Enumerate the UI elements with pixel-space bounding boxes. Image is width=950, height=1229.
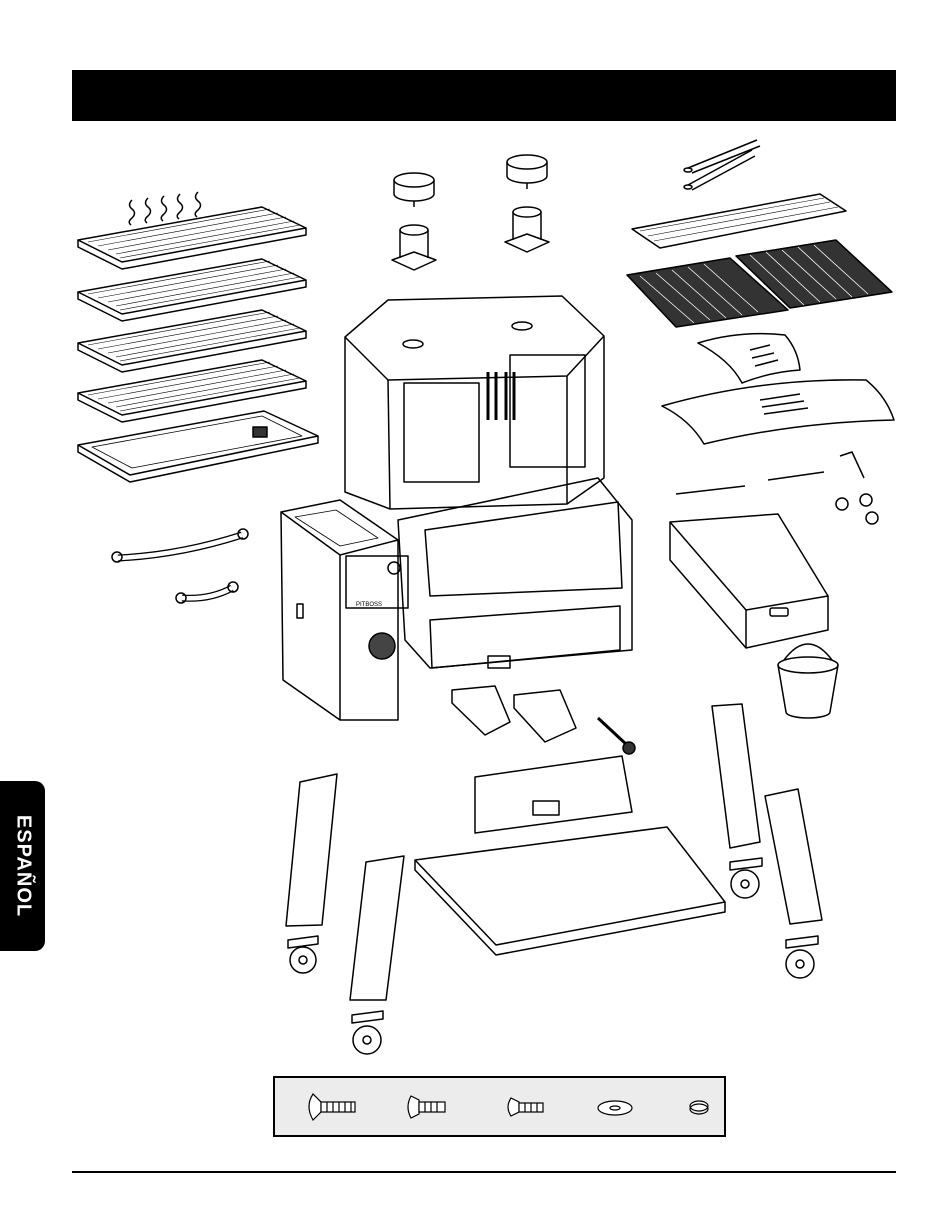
chimney-cap-left (394, 173, 434, 207)
truss-bolt-icon (508, 1098, 543, 1116)
heat-deflector (662, 380, 894, 444)
leg-front-right (765, 789, 822, 924)
probe-rods (676, 452, 878, 524)
jerky-rack-3 (78, 310, 306, 372)
ash-tray-left (452, 686, 510, 735)
handle-large (112, 529, 248, 562)
footer-rule (72, 1171, 896, 1173)
warming-rack (632, 194, 846, 248)
ash-tray-right (514, 690, 576, 742)
caster-1 (288, 936, 318, 973)
ignition-rod (598, 718, 635, 754)
drip-tray (78, 411, 318, 482)
hardware-box (273, 1076, 726, 1137)
bottom-shelf (415, 827, 725, 955)
side-shelf (670, 514, 828, 648)
front-panel (475, 756, 632, 833)
lock-washer-icon (690, 1101, 708, 1114)
meat-probes (684, 140, 760, 190)
grease-bucket (778, 644, 838, 718)
chimney-stack-left (392, 225, 436, 270)
control-panel-label: PITBOSS (356, 602, 382, 608)
smoker-cabinet (345, 296, 604, 509)
caster-2 (352, 1011, 383, 1054)
carriage-bolt-icon (309, 1094, 355, 1120)
chimney-cap-right (507, 155, 547, 189)
leg-front-left (286, 774, 337, 926)
caster-3 (730, 858, 762, 898)
chimney-stack-right (505, 207, 549, 252)
flame-broiler (698, 334, 800, 383)
jerky-rack-2 (78, 259, 306, 321)
leg-rear-right (712, 704, 760, 848)
pan-head-bolt-icon (408, 1096, 445, 1118)
jerky-rack-1 (78, 207, 306, 269)
caster-4 (786, 936, 818, 978)
hardware-icons (275, 1078, 724, 1135)
jerky-racks (78, 207, 306, 422)
leg-front-center (350, 856, 404, 1000)
jerky-rack-4 (78, 360, 306, 422)
handle-small (176, 582, 238, 603)
grill-barrel (398, 478, 632, 668)
flat-washer-icon (598, 1101, 632, 1115)
hopper: PITBOSS (281, 500, 408, 720)
